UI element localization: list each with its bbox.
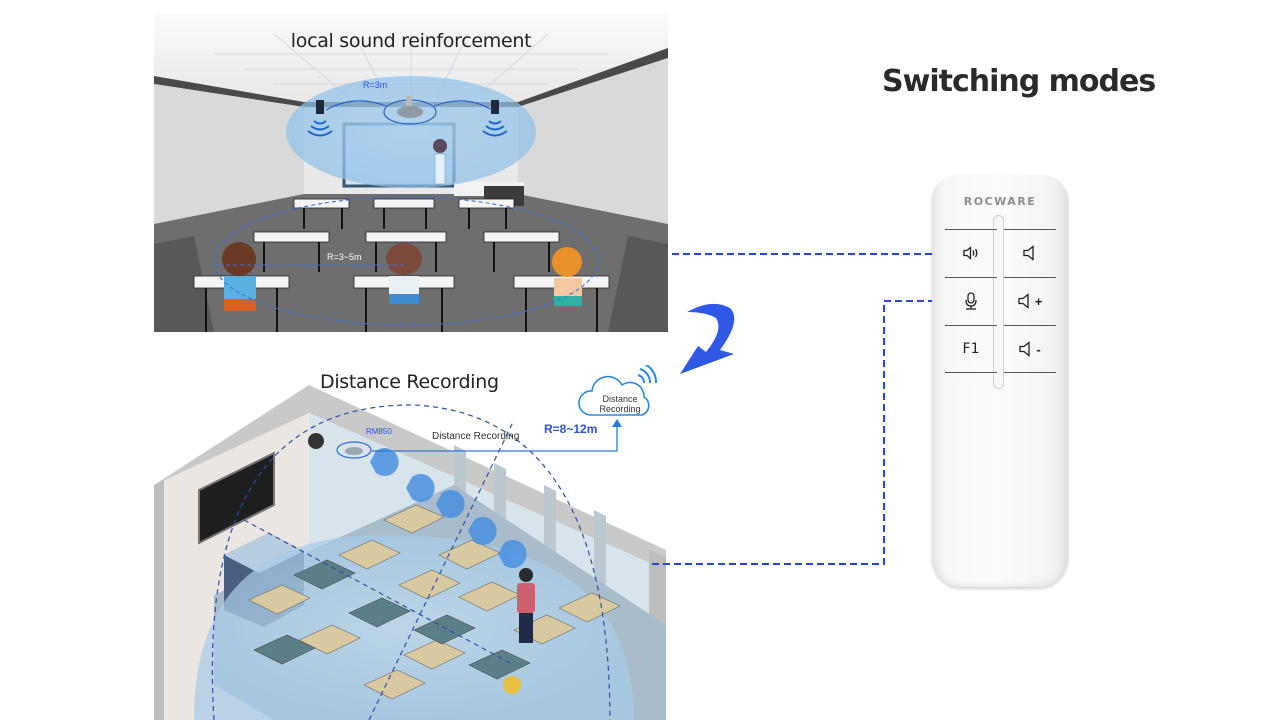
recording-button[interactable]: [945, 277, 997, 324]
speaker-plus-icon: [1018, 293, 1029, 309]
remote-control: ROCWARE + F1 -: [932, 175, 1068, 587]
distance-recording-scene: Distance Recording RM850 Distance Record…: [154, 365, 666, 720]
volume-button[interactable]: [1004, 229, 1056, 276]
volume-up-sign: +: [1034, 293, 1043, 309]
classroom-illustration-bottom: [154, 365, 666, 720]
connector-bottom-scene: [652, 300, 965, 565]
speaker-minus-icon: [1019, 341, 1030, 357]
local-sound-reinforcement-title: local sound reinforcement: [290, 30, 532, 52]
mic-radius-label: R=3m: [363, 80, 388, 90]
f1-label: F1: [962, 341, 980, 357]
cloud-label: Distance Recording: [594, 394, 646, 414]
volume-up-button[interactable]: +: [1004, 277, 1056, 324]
link-label: Distance Recording: [432, 431, 520, 442]
speaker-sound-icon: [963, 246, 978, 260]
volume-down-button[interactable]: -: [1004, 325, 1056, 373]
microphone-icon: [965, 292, 977, 310]
remote-divider-slot: [993, 215, 1004, 389]
range-label: R=8~12m: [544, 422, 598, 436]
classroom-illustration-top: [154, 14, 668, 332]
brand-logo: ROCWARE: [963, 195, 1037, 208]
sound-reinforcement-button[interactable]: [945, 229, 997, 276]
f1-button[interactable]: F1: [945, 325, 997, 373]
device-model-label: RM850: [366, 427, 392, 436]
speaker-icon: [1023, 245, 1034, 261]
volume-down-sign: -: [1036, 341, 1041, 357]
cloud-label-line1: Distance: [602, 394, 638, 404]
cloud-label-line2: Recording: [599, 404, 641, 414]
distance-recording-title: Distance Recording: [320, 371, 499, 393]
switch-mode-arrow-icon: [680, 303, 735, 374]
local-sound-reinforcement-scene: local sound reinforcement R=3m R=3~5m: [154, 14, 668, 332]
switching-modes-title: Switching modes: [882, 64, 1156, 99]
pickup-radius-label: R=3~5m: [327, 252, 362, 262]
